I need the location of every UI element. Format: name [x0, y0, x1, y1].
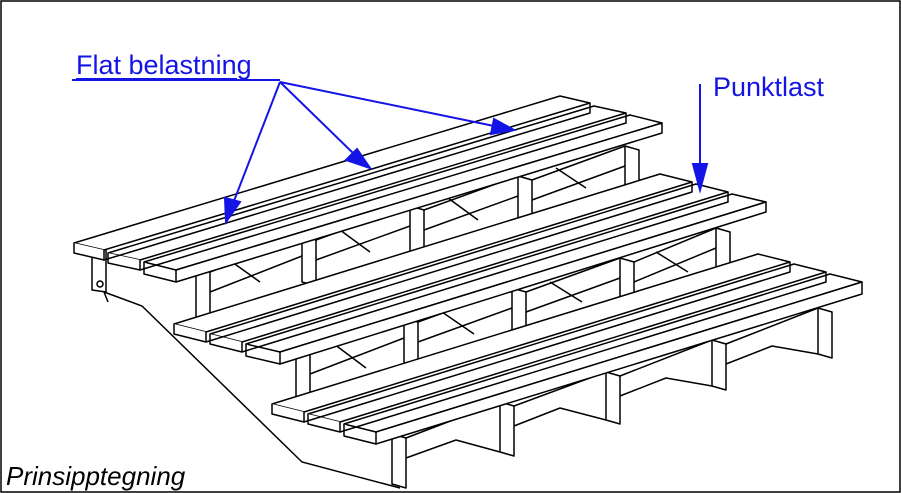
leg: [711, 339, 727, 391]
bench-tier-top: [73, 95, 663, 323]
side-frame: [103, 291, 401, 489]
point-load-arrow: [691, 84, 709, 194]
brace: [231, 167, 587, 283]
bench-tier-middle: [173, 173, 767, 407]
bench-tier-bottom: [271, 253, 863, 489]
leg: [499, 401, 515, 457]
brace: [333, 251, 689, 369]
flat-load-label: Flat belastning: [76, 50, 252, 80]
point-load-label: Punktlast: [713, 72, 825, 102]
flat-load-arrows: [72, 79, 517, 225]
leg: [605, 371, 621, 425]
leg: [391, 433, 407, 489]
leg: [817, 307, 833, 359]
drawing-caption: Prinsipptegning: [6, 461, 186, 491]
